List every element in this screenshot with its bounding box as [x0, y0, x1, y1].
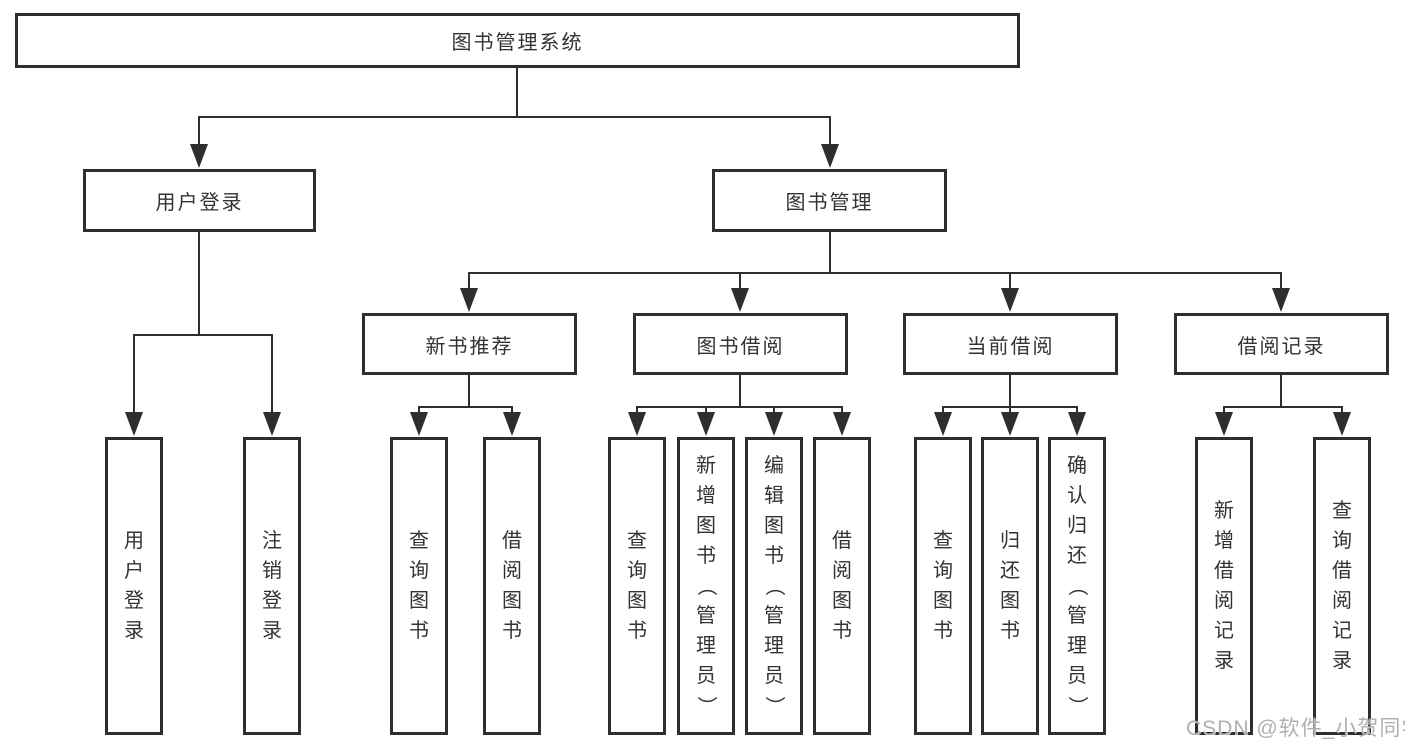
node-user-login: 用户登录 [83, 169, 316, 232]
arrow-down-icon [460, 288, 478, 312]
node-label: 当前借阅 [966, 335, 1055, 358]
connector-line [829, 232, 831, 273]
node-new-book-rec: 新书推荐 [362, 313, 577, 375]
node-rec-query-book: 查询图书 [390, 437, 448, 735]
node-label: 查询图书 [933, 530, 953, 642]
arrow-down-icon [410, 412, 428, 436]
node-rec-borrow-book: 借阅图书 [483, 437, 541, 735]
node-label: 查询图书 [627, 530, 647, 642]
node-br-query-record: 查询借阅记录 [1313, 437, 1371, 735]
node-label: 借阅图书 [832, 530, 852, 642]
node-bb-borrow-book: 借阅图书 [813, 437, 871, 735]
connector-line [516, 68, 518, 117]
arrow-down-icon [765, 412, 783, 436]
node-book-borrow: 图书借阅 [633, 313, 848, 375]
connector-line [418, 406, 513, 408]
node-label: 借阅记录 [1237, 335, 1326, 358]
arrow-down-icon [731, 288, 749, 312]
node-label: 用户登录 [155, 192, 244, 214]
node-br-add-record: 新增借阅记录 [1195, 437, 1253, 735]
node-bb-query-book: 查询图书 [608, 437, 666, 735]
arrow-down-icon [934, 412, 952, 436]
node-label: 新书推荐 [425, 335, 514, 358]
node-cb-return-book: 归还图书 [981, 437, 1039, 735]
connector-line [198, 116, 831, 118]
arrow-down-icon [263, 412, 281, 436]
connector-line [198, 117, 200, 160]
node-label: 图书借阅 [696, 335, 785, 358]
node-cb-confirm-return-admin: 确认归还（管理员） [1048, 437, 1106, 735]
node-label: 查询图书 [409, 530, 429, 642]
arrow-down-icon [1272, 288, 1290, 312]
node-label: 编辑图书（管理员） [763, 455, 785, 716]
node-label: 归还图书 [1000, 530, 1020, 642]
arrow-down-icon [1001, 412, 1019, 436]
node-label: 查询借阅记录 [1332, 500, 1352, 672]
connector-line [133, 335, 135, 428]
node-label: 借阅图书 [502, 530, 522, 642]
arrow-down-icon [628, 412, 646, 436]
node-label: 用户登录 [124, 530, 144, 642]
node-label: 图书管理 [785, 192, 874, 214]
node-label: 注销登录 [262, 530, 282, 642]
connector-line [829, 117, 831, 160]
node-label: 确认归还（管理员） [1066, 455, 1088, 716]
node-label: 图书管理系统 [451, 32, 584, 54]
arrow-down-icon [1001, 288, 1019, 312]
connector-line [739, 375, 741, 407]
arrow-down-icon [1068, 412, 1086, 436]
node-cb-query-book: 查询图书 [914, 437, 972, 735]
connector-line [1223, 406, 1343, 408]
csdn-watermark: CSDN @软件_小贺同学 [1186, 717, 1405, 740]
node-book-mgmt: 图书管理 [712, 169, 947, 232]
node-login-logout: 注销登录 [243, 437, 301, 735]
arrow-down-icon [697, 412, 715, 436]
connector-line [1280, 375, 1282, 407]
node-bb-edit-book-admin: 编辑图书（管理员） [745, 437, 803, 735]
connector-line [198, 232, 200, 335]
connector-line [271, 335, 273, 428]
node-login-user-login: 用户登录 [105, 437, 163, 735]
node-bb-add-book-admin: 新增图书（管理员） [677, 437, 735, 735]
node-label: 新增图书（管理员） [695, 455, 717, 716]
arrow-down-icon [190, 144, 208, 168]
connector-line [1009, 375, 1011, 407]
connector-line [636, 406, 843, 408]
node-label: 新增借阅记录 [1214, 500, 1234, 672]
connector-line [468, 375, 470, 407]
arrow-down-icon [125, 412, 143, 436]
arrow-down-icon [1215, 412, 1233, 436]
node-system: 图书管理系统 [15, 13, 1020, 68]
node-current-borrow: 当前借阅 [903, 313, 1118, 375]
arrow-down-icon [833, 412, 851, 436]
arrow-down-icon [821, 144, 839, 168]
connector-line [133, 334, 273, 336]
connector-line [468, 272, 1282, 274]
node-borrow-record: 借阅记录 [1174, 313, 1389, 375]
arrow-down-icon [503, 412, 521, 436]
arrow-down-icon [1333, 412, 1351, 436]
